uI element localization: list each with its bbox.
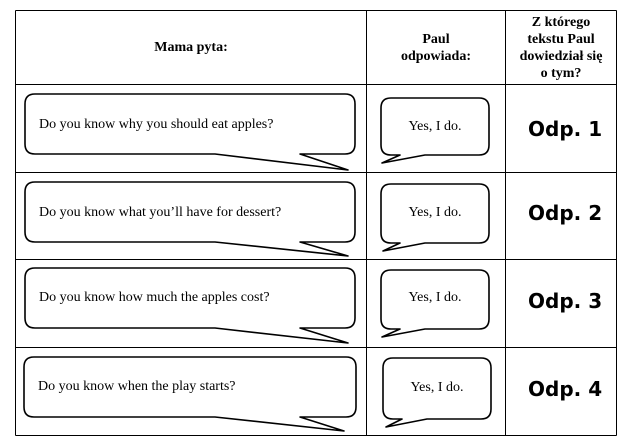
header-source: Z którego tekstu Paul dowiedział się o t…	[506, 11, 616, 84]
source-answer-label: Odp. 2	[528, 201, 603, 225]
source-answer-label: Odp. 1	[528, 117, 603, 141]
source-answer-label: Odp. 3	[528, 289, 603, 313]
header-source-text: Z którego tekstu Paul dowiedział się o t…	[519, 14, 603, 81]
question-text: Do you know what you’ll have for dessert…	[39, 205, 282, 220]
header-question: Mama pyta:	[154, 40, 228, 55]
answer-text: Yes, I do.	[408, 205, 462, 220]
source-answer-label: Odp. 4	[528, 377, 603, 401]
answer-text: Yes, I do.	[408, 119, 462, 134]
question-text: Do you know when the play starts?	[38, 379, 236, 394]
question-text: Do you know how much the apples cost?	[39, 290, 270, 305]
question-text: Do you know why you should eat apples?	[39, 117, 274, 132]
answer-text: Yes, I do.	[408, 290, 462, 305]
header-answer-text: Paul odpowiada:	[400, 31, 472, 64]
header-answer: Paul odpowiada:	[367, 11, 505, 84]
answer-text: Yes, I do.	[410, 380, 464, 395]
